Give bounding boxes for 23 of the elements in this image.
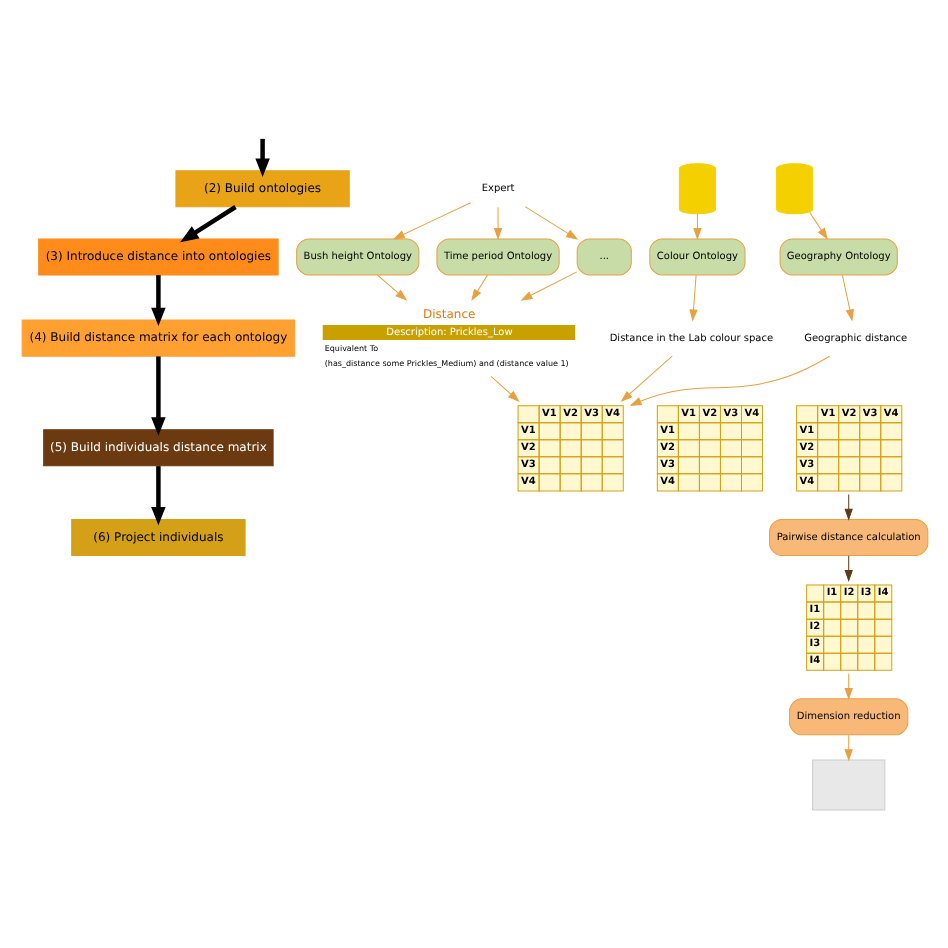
arrow [840, 274, 853, 321]
arrow [808, 212, 827, 240]
arrow [620, 355, 672, 402]
arrow [150, 466, 165, 526]
arrow [376, 274, 406, 301]
arrow [843, 673, 852, 699]
arrow [493, 206, 502, 239]
arrow [150, 275, 165, 327]
arrow [179, 205, 236, 243]
arrow [843, 493, 852, 520]
arrow [523, 206, 577, 240]
arrow [692, 213, 701, 240]
arrow [470, 274, 487, 301]
node-box [811, 759, 885, 811]
arrow [843, 555, 852, 581]
arrow [688, 274, 697, 321]
arrow [392, 202, 471, 240]
arrow [254, 138, 269, 177]
arrow [520, 271, 577, 301]
arrow [489, 376, 519, 402]
arrow [629, 355, 830, 406]
arrow [150, 356, 165, 436]
arrow [843, 734, 852, 761]
